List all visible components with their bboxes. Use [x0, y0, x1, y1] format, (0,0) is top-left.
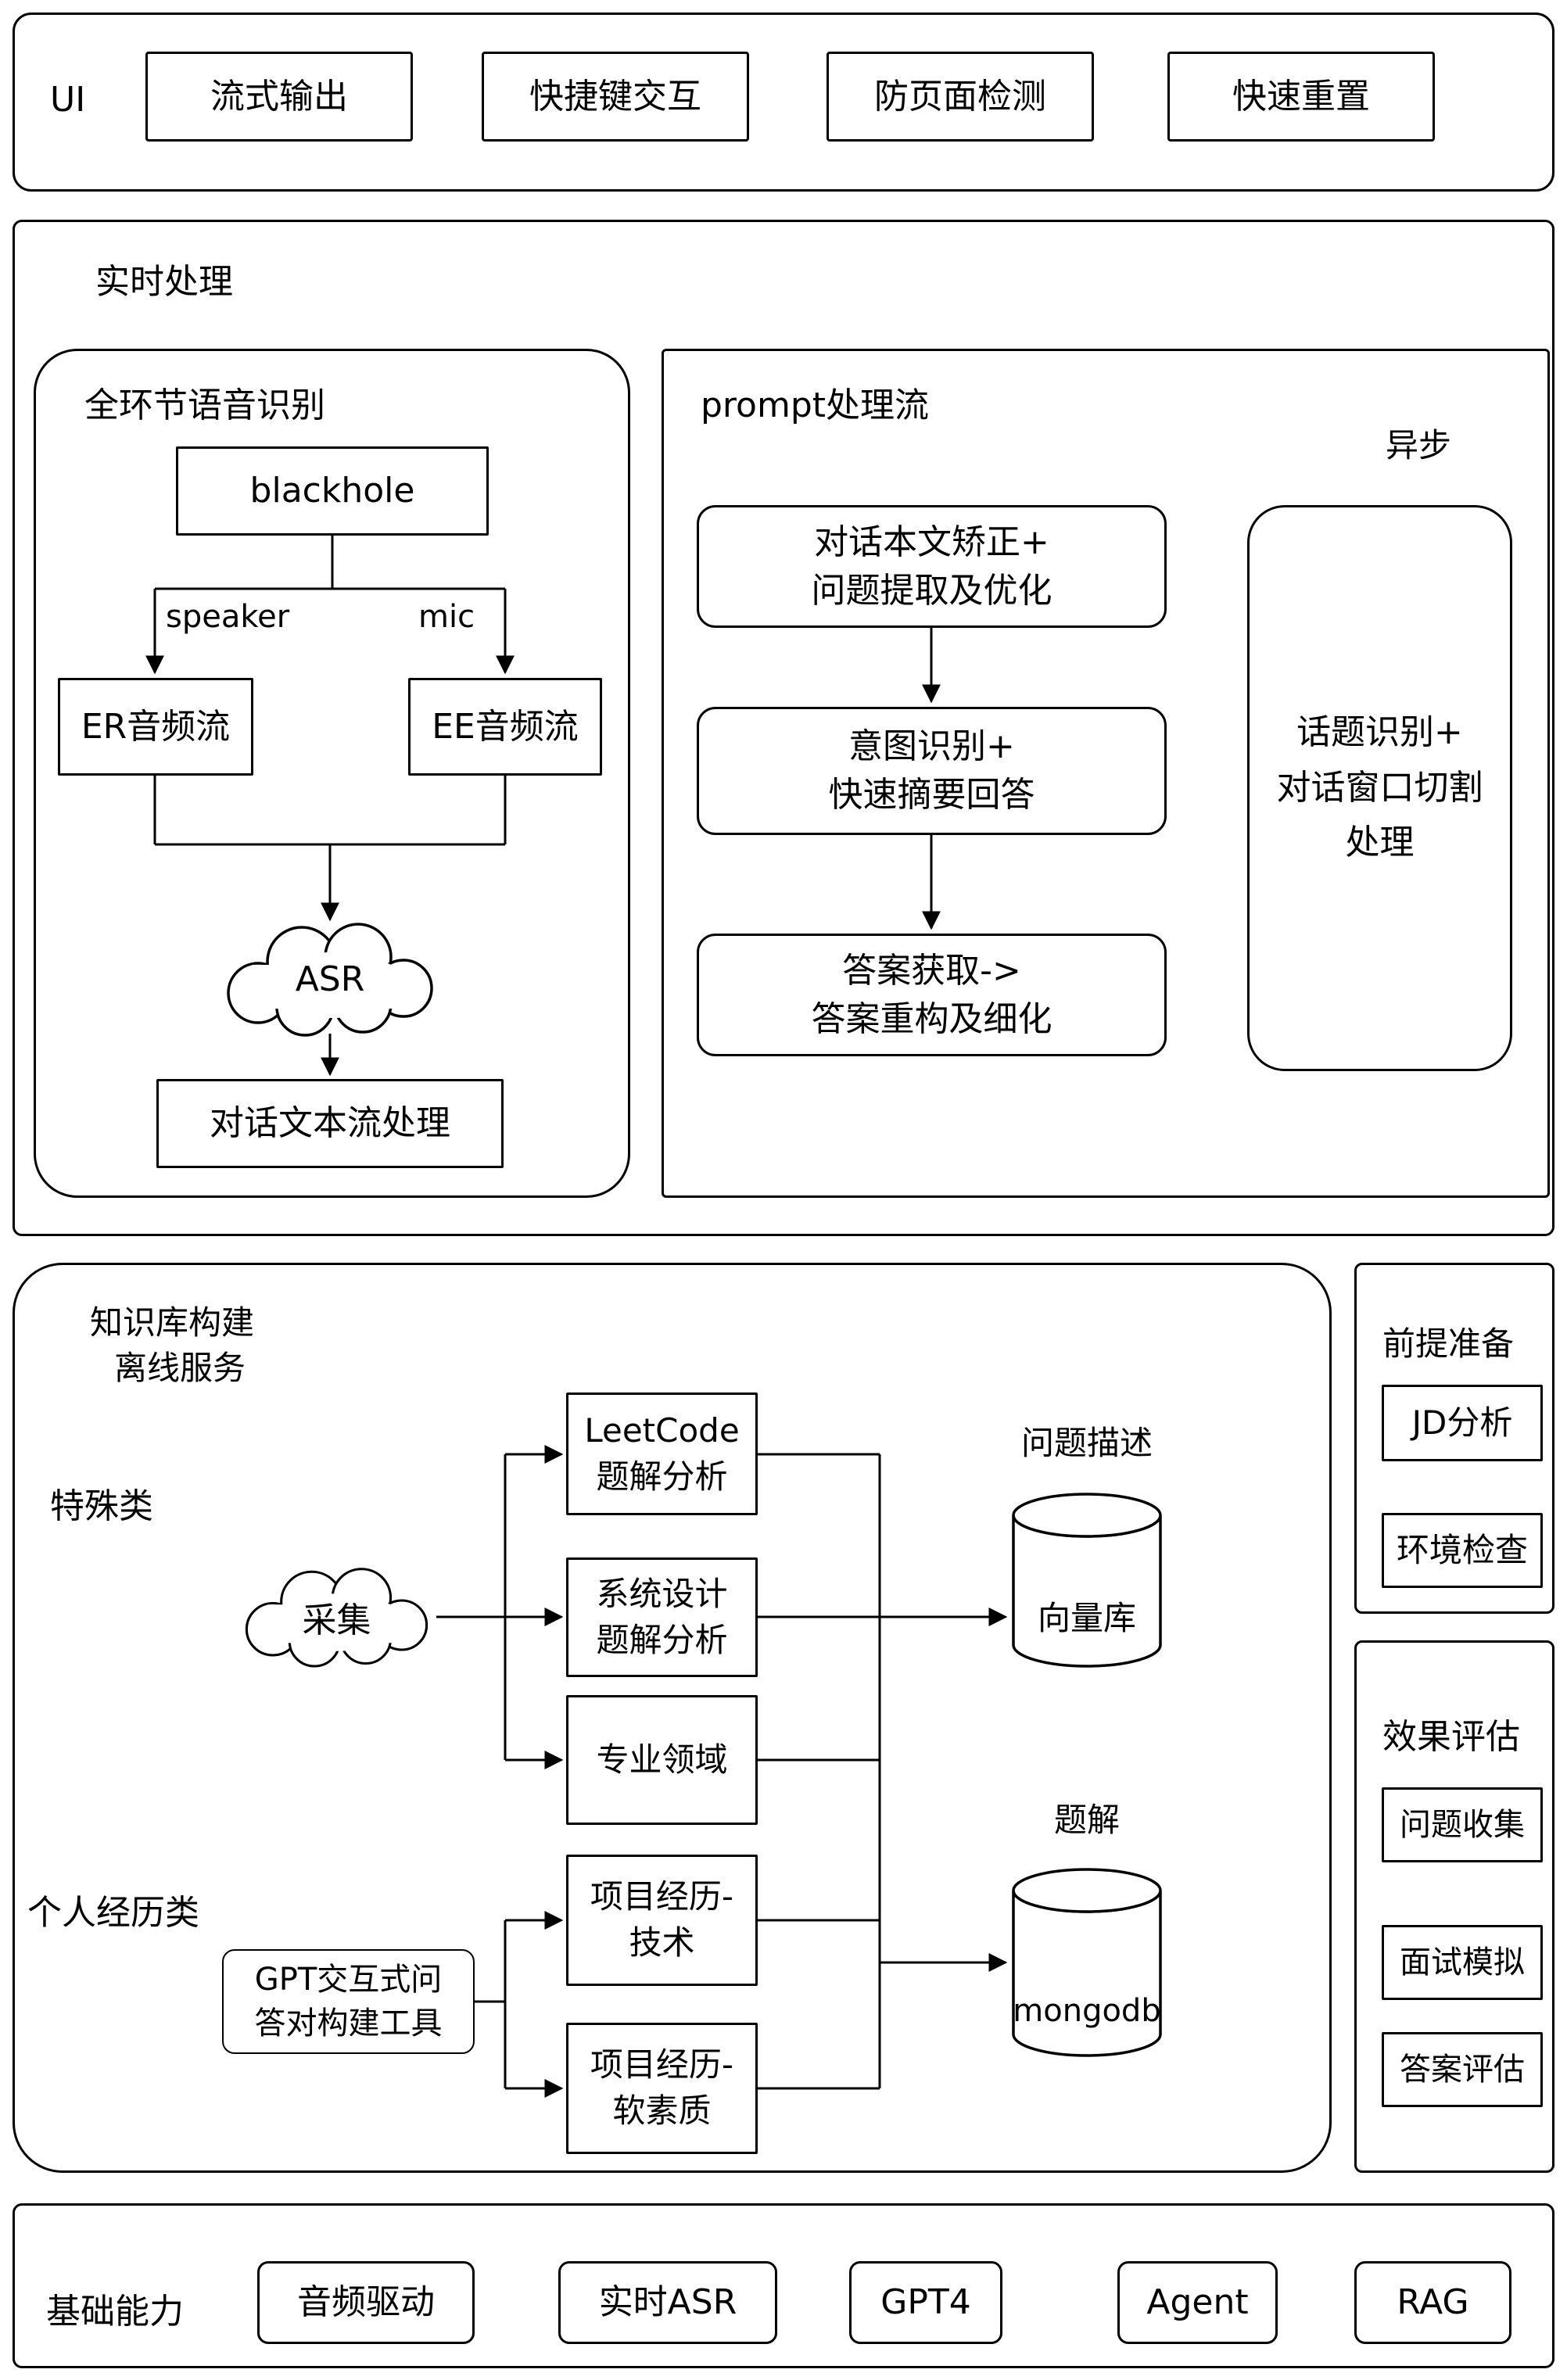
project-tech-box: 项目经历- 技术 — [566, 1855, 758, 1986]
prompt-step-intent-box: 意图识别+ 快速摘要回答 — [697, 707, 1167, 835]
asr-cloud-icon — [227, 923, 433, 1037]
special-class-label: 特殊类 — [50, 1486, 153, 1526]
prompt-panel-title: prompt处理流 — [701, 385, 930, 425]
rag-box: RAG — [1354, 2261, 1511, 2344]
speech-panel — [34, 349, 630, 1198]
eval-panel — [1354, 1640, 1554, 2173]
domain-box: 专业领域 — [566, 1695, 758, 1825]
mongodb-label: mongodb — [1013, 1993, 1161, 2029]
audio-driver-box: 音频驱动 — [257, 2261, 475, 2344]
async-label: 异步 — [1386, 426, 1452, 464]
er-audio-stream-box: ER音频流 — [58, 678, 253, 776]
topic-segmentation-box: 话题识别+ 对话窗口切割 处理 — [1247, 505, 1512, 1071]
asr-label: ASR — [295, 959, 365, 999]
ui-item-streaming-output: 流式输出 — [145, 52, 413, 142]
ui-item-anti-page-detection: 防页面检测 — [827, 52, 1094, 142]
solution-label: 题解 — [1053, 1800, 1120, 1839]
mic-label: mic — [418, 599, 475, 635]
knowledge-title-line2: 离线服务 — [114, 1349, 246, 1387]
collect-label: 采集 — [302, 1600, 371, 1640]
ui-label: UI — [50, 80, 86, 120]
realtime-asr-box: 实时ASR — [558, 2261, 777, 2344]
eval-title: 效果评估 — [1382, 1717, 1520, 1757]
jd-analysis-box: JD分析 — [1382, 1385, 1543, 1461]
env-check-box: 环境检查 — [1382, 1513, 1543, 1588]
project-soft-box: 项目经历- 软素质 — [566, 2023, 758, 2154]
dialog-text-stream-box: 对话文本流处理 — [156, 1079, 504, 1168]
gpt-tool-box: GPT交互式问 答对构建工具 — [222, 1949, 475, 2054]
question-desc-label: 问题描述 — [1020, 1423, 1153, 1462]
prompt-step-answer-box: 答案获取-> 答案重构及细化 — [697, 934, 1167, 1056]
knowledge-section — [13, 1263, 1332, 2173]
prompt-step-correction-box: 对话本文矫正+ 问题提取及优化 — [697, 505, 1167, 628]
system-design-analysis-box: 系统设计 题解分析 — [566, 1557, 758, 1677]
blackhole-box: blackhole — [176, 446, 489, 536]
vector-db-label: 向量库 — [1037, 1598, 1136, 1637]
leetcode-analysis-box: LeetCode 题解分析 — [566, 1393, 758, 1515]
answer-eval-box: 答案评估 — [1382, 2032, 1543, 2107]
agent-box: Agent — [1117, 2261, 1278, 2344]
prep-panel — [1354, 1263, 1554, 1614]
ui-item-quick-reset: 快速重置 — [1167, 52, 1435, 142]
speech-panel-title: 全环节语音识别 — [84, 385, 325, 425]
prep-title: 前提准备 — [1382, 1324, 1515, 1363]
prompt-panel — [662, 349, 1550, 1198]
vector-db-cylinder-icon — [1012, 1493, 1162, 1668]
collect-cloud-icon — [245, 1568, 429, 1668]
ui-item-hotkey-interaction: 快捷键交互 — [482, 52, 749, 142]
foundation-title: 基础能力 — [46, 2292, 184, 2332]
foundation-section — [13, 2203, 1554, 2368]
question-collect-box: 问题收集 — [1382, 1787, 1543, 1862]
mongodb-cylinder-icon — [1012, 1868, 1162, 2057]
gpt4-box: GPT4 — [849, 2261, 1002, 2344]
knowledge-title-line1: 知识库构建 — [90, 1303, 255, 1342]
interview-sim-box: 面试模拟 — [1382, 1925, 1543, 2000]
speaker-label: speaker — [166, 599, 290, 635]
ee-audio-stream-box: EE音频流 — [408, 678, 602, 776]
personal-class-label: 个人经历类 — [27, 1893, 199, 1933]
ui-section — [13, 13, 1554, 192]
realtime-section — [13, 220, 1554, 1236]
realtime-title: 实时处理 — [95, 262, 233, 302]
